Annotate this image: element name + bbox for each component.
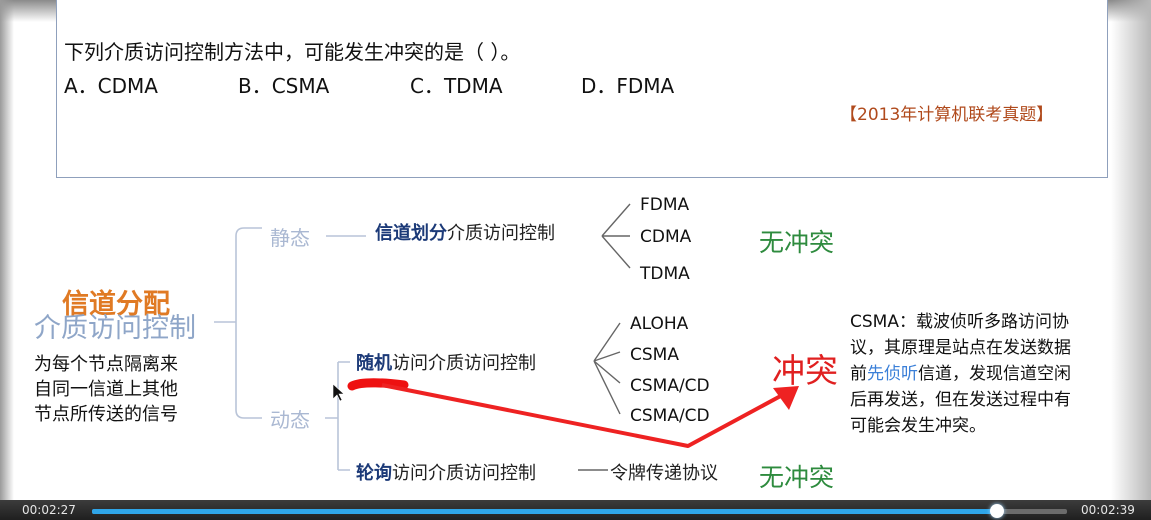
- no-conflict-static: 无冲突: [759, 228, 835, 257]
- protocol-aloha: ALOHA: [630, 314, 689, 334]
- progress-played: [92, 509, 997, 514]
- question-box: [56, 0, 1108, 178]
- option-c: C．TDMA: [410, 74, 503, 98]
- option-a: A．CDMA: [64, 74, 158, 98]
- diagram-title: 信道分配: [62, 289, 170, 320]
- static-fan: [601, 203, 631, 269]
- mouse-cursor-icon: [332, 383, 345, 402]
- red-arrow: [381, 383, 789, 448]
- channel-division-label: 信道划分介质访问控制: [375, 223, 555, 244]
- protocol-cdma: CDMA: [640, 227, 692, 247]
- option-b: B．CSMA: [238, 74, 330, 98]
- root-brace: [214, 227, 262, 419]
- dynamic-brace: [325, 361, 350, 471]
- question-text: 下列介质访问控制方法中，可能发生冲突的是（ ）。: [64, 40, 521, 64]
- root-description: 为每个节点隔离来 自同一信道上其他 节点所传送的信号: [34, 354, 178, 425]
- diagram-subtitle: 介质访问控制: [34, 313, 196, 344]
- protocol-csma-cd-2: CSMA/CD: [630, 406, 710, 426]
- random-access-label: 随机访问介质访问控制: [356, 353, 536, 374]
- right-shadow: [1111, 0, 1151, 500]
- option-d: D．FDMA: [581, 74, 675, 98]
- no-conflict-polling: 无冲突: [759, 463, 835, 492]
- dynamic-label: 动态: [270, 408, 310, 432]
- diagram-connectors: [214, 203, 799, 471]
- random-fan: [593, 322, 621, 415]
- progress-knob[interactable]: [990, 504, 1004, 518]
- protocol-fdma: FDMA: [640, 195, 690, 215]
- conflict-label: 冲突: [772, 351, 838, 390]
- current-time: 00:02:27: [22, 503, 76, 517]
- highlight-underline: [347, 378, 409, 391]
- red-arrowhead: [773, 386, 799, 410]
- token-passing-label: 令牌传递协议: [610, 463, 718, 484]
- csma-description: CSMA：载波侦听多路访问协 议，其原理是站点在发送数据 前先侦听信道，发现信道…: [850, 312, 1071, 436]
- total-time: 00:02:39: [1081, 503, 1135, 517]
- exam-source: 【2013年计算机联考真题】: [840, 105, 1054, 125]
- protocol-tdma: TDMA: [640, 264, 690, 284]
- polling-access-label: 轮询访问介质访问控制: [356, 463, 536, 484]
- left-shadow: [0, 0, 14, 520]
- static-label: 静态: [270, 226, 310, 250]
- protocol-csma-cd: CSMA/CD: [630, 376, 710, 396]
- protocol-csma: CSMA: [630, 345, 679, 365]
